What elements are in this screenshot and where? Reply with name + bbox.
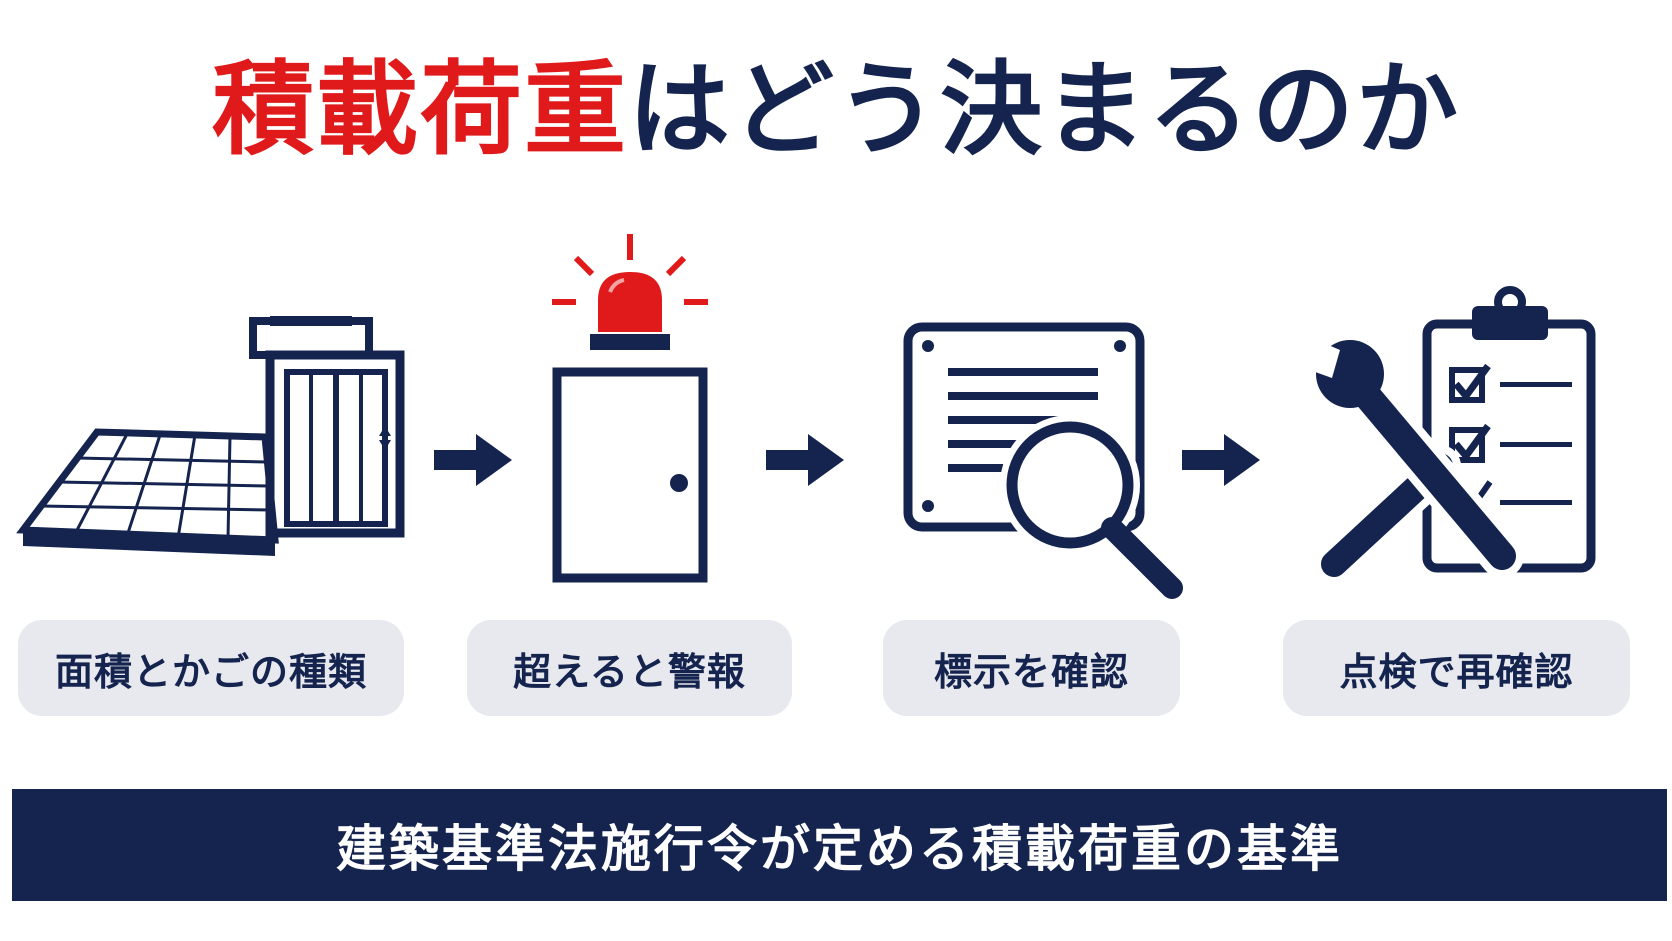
page-title: 積載荷重はどう決まるのか	[0, 46, 1672, 176]
step-label-inspection: 点検で再確認	[1283, 620, 1630, 716]
sign-magnifier-icon	[903, 322, 1183, 599]
title-accent: 積載荷重	[212, 51, 628, 170]
arrow-right-icon	[766, 434, 844, 486]
step-label-area-car-type: 面積とかごの種類	[18, 620, 404, 716]
title-rest: はどう決まるのか	[628, 51, 1460, 170]
footer-banner: 建築基準法施行令が定める積載荷重の基準	[12, 789, 1667, 901]
step-label-alarm: 超えると警報	[467, 620, 792, 716]
arrow-right-icon	[434, 434, 512, 486]
elevator-floor-icon	[16, 316, 405, 556]
wrench-checklist-icon	[1304, 286, 1596, 585]
step-label-check-sign: 標示を確認	[883, 620, 1180, 716]
arrow-right-icon	[1182, 434, 1260, 486]
alarm-door-icon	[552, 234, 708, 583]
